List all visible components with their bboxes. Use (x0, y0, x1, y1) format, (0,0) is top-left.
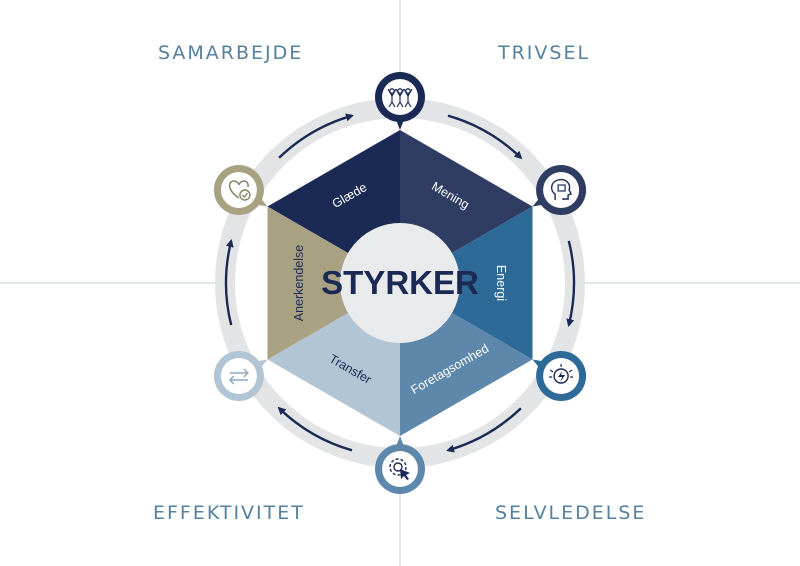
heart-check-marker (213, 165, 268, 215)
cycle-arrow (447, 114, 523, 160)
segment-anerkendelse (267, 206, 400, 360)
lightning-bulb-icon (549, 364, 574, 384)
center-label: STYRKER (321, 264, 479, 301)
cycle-arrow (277, 406, 353, 452)
quadrant-label-samarbejde: SAMARBEJDE (158, 42, 304, 64)
cycle-arrow (566, 240, 576, 328)
cursor-target-marker (375, 436, 425, 494)
cycle-arrow (446, 407, 522, 453)
quadrant-label-trivsel: TRIVSEL (498, 42, 591, 64)
people-celebrating-icon (387, 88, 413, 108)
segment-anerkendelse-label: Anerkendelse (292, 245, 306, 321)
segment-markers (213, 72, 587, 494)
cycle-arrows (224, 113, 576, 453)
head-puzzle-icon (551, 178, 573, 200)
center-circle (340, 223, 460, 343)
lightning-bulb-marker (532, 351, 587, 401)
heart-check-icon (228, 180, 251, 201)
cursor-target-icon (389, 458, 410, 480)
cycle-arrow (224, 238, 234, 326)
cycle-arrow (278, 113, 354, 159)
head-puzzle-marker (532, 165, 587, 215)
segment-energi-label: Energi (494, 265, 508, 301)
transfer-arrows-icon (228, 368, 249, 385)
segment-energi (400, 206, 533, 360)
quadrant-label-effektivitet: EFFEKTIVITET (153, 502, 305, 524)
people-celebrating-marker (375, 72, 425, 130)
quadrant-label-selvledelse: SELVLEDELSE (495, 502, 647, 524)
transfer-arrows-marker (213, 351, 268, 401)
